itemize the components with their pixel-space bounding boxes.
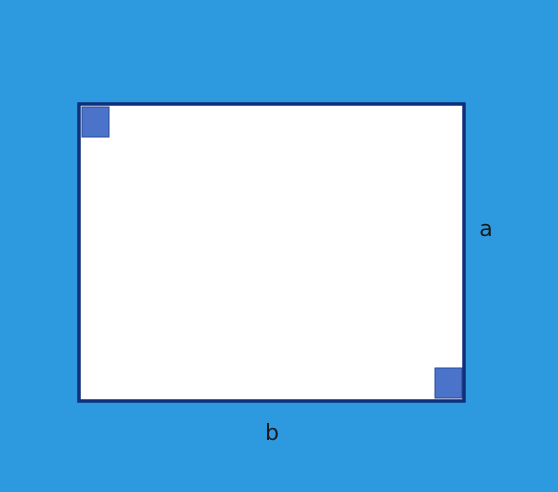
side-b-label: b	[265, 421, 279, 446]
side-a-label: a	[479, 217, 492, 242]
rectangle	[77, 102, 466, 403]
right-angle-marker-bottom-right	[434, 367, 463, 399]
right-angle-marker-top-left	[81, 106, 110, 138]
